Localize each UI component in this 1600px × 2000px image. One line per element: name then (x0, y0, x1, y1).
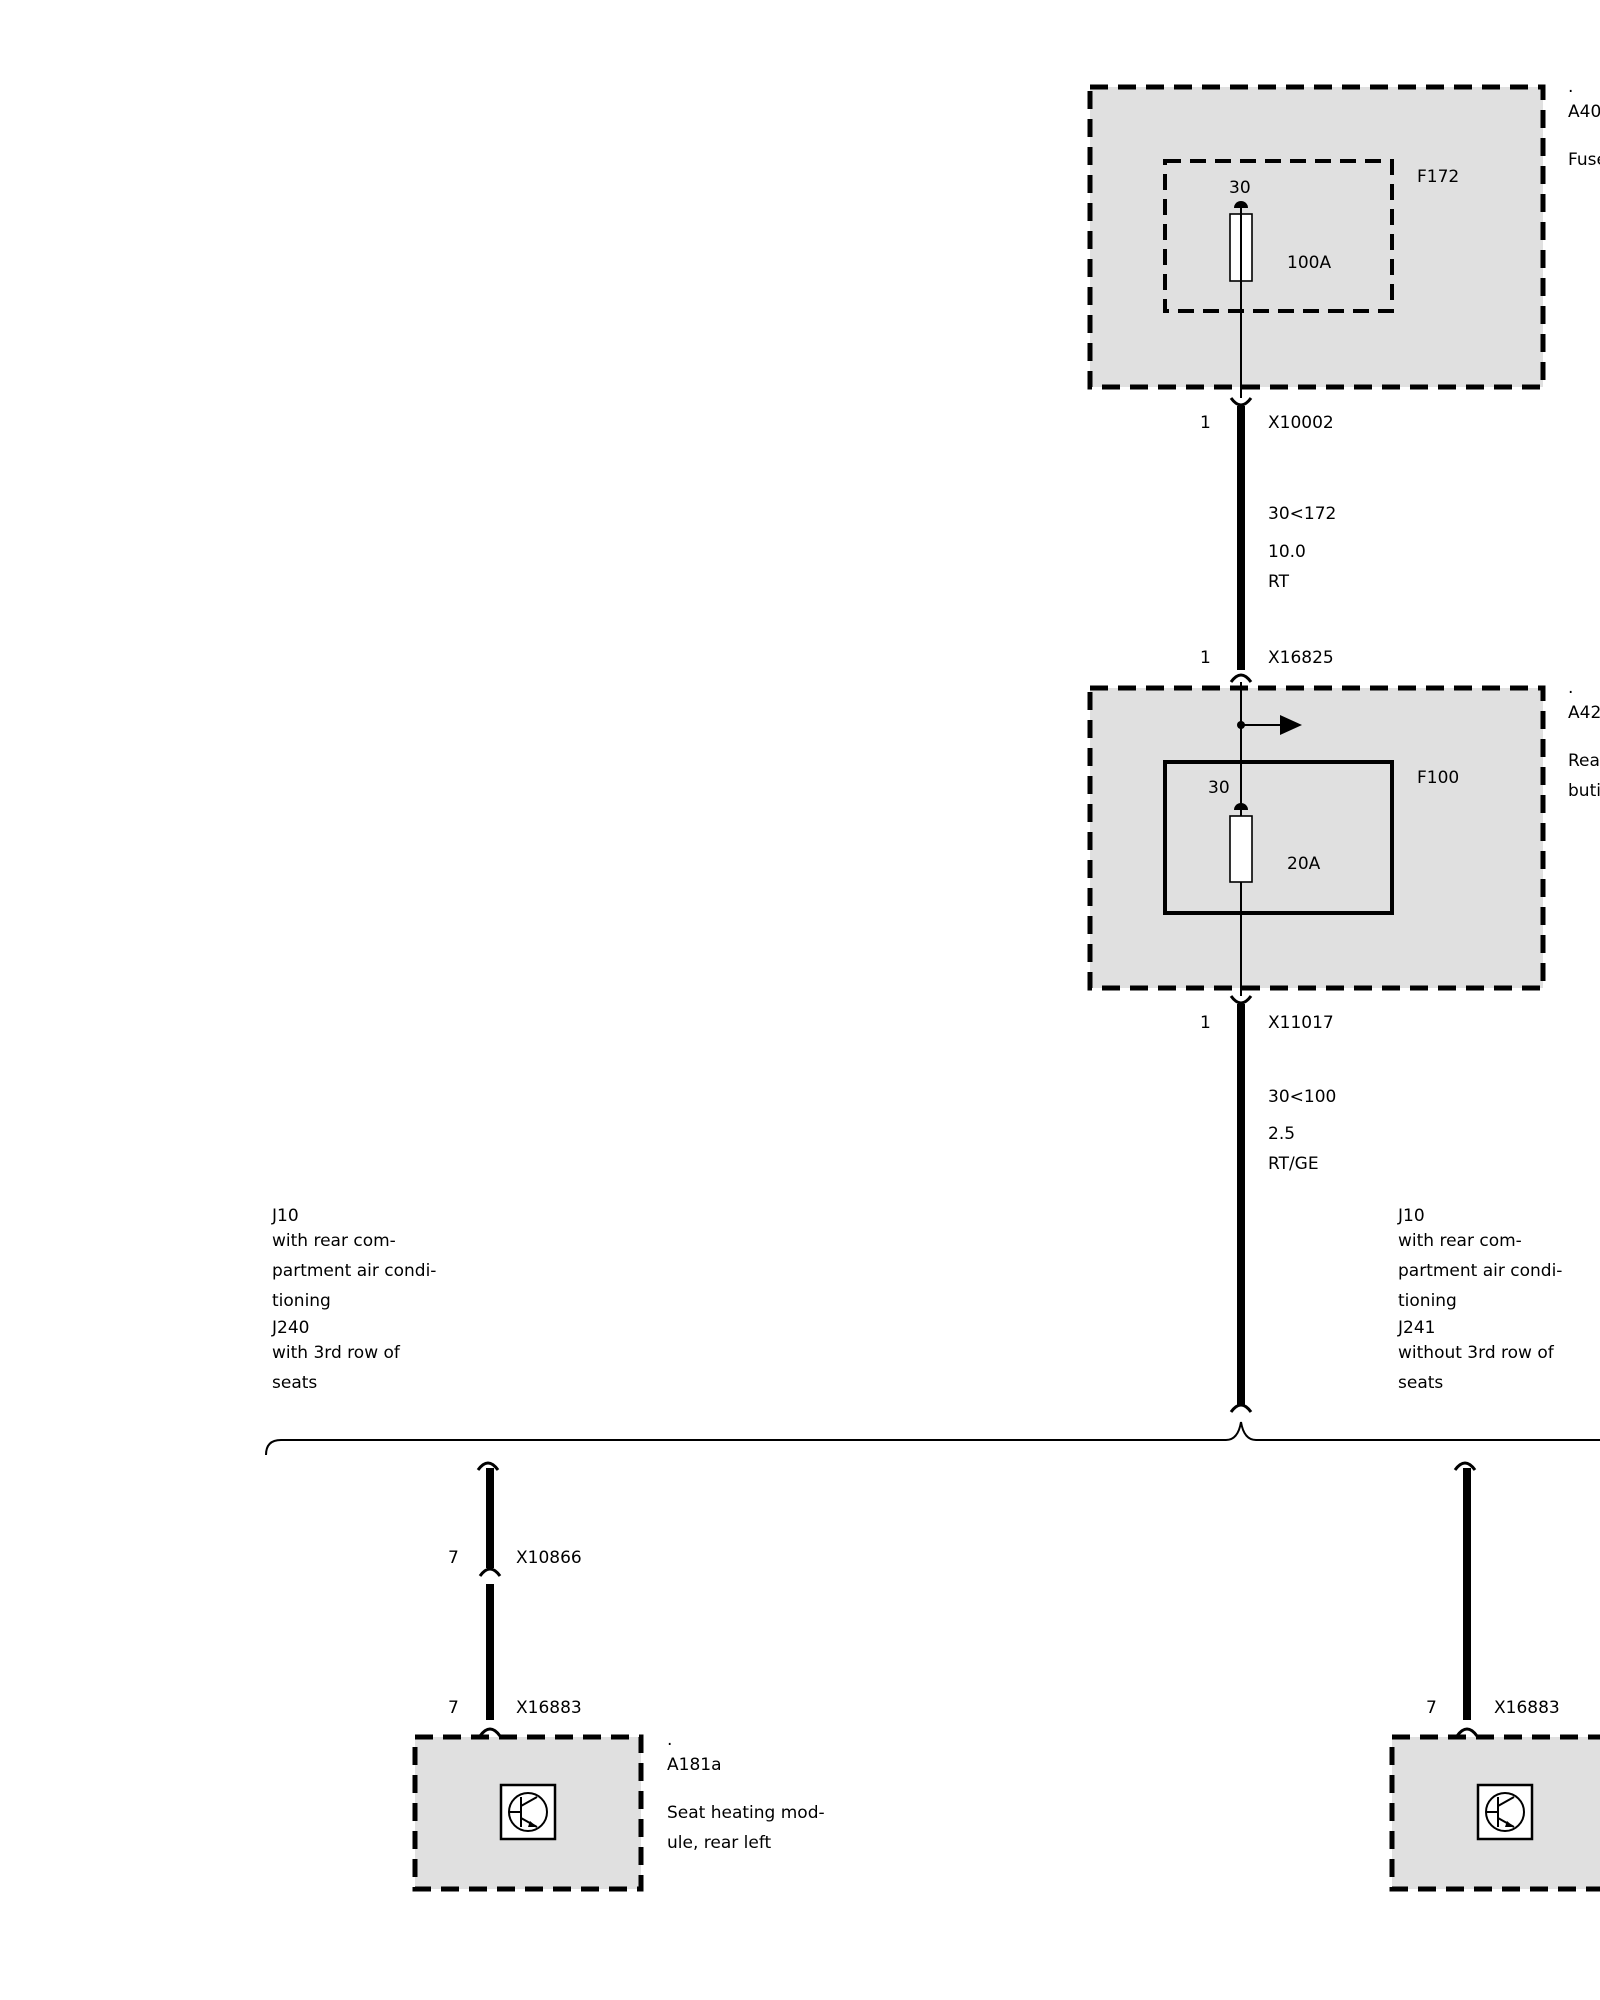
connector-x16883-right-id: X16883 (1494, 1698, 1560, 1718)
variant-left-line-7: seats (272, 1373, 317, 1393)
module-a181a: . A181a Seat heating mod- ule, rear left (412, 1730, 825, 1892)
variant-right-line-1: J10 (1397, 1206, 1425, 1226)
variant-right-line-4: tioning (1398, 1291, 1457, 1311)
connector-x11017-symbol (1229, 995, 1253, 1005)
fuse-box-a40-dot: . (1568, 77, 1573, 97)
fuse-box-a40-id: A40 (1568, 102, 1600, 122)
fuse-box-a40: . A40 Fuse F172 30 100A (1087, 77, 1600, 398)
fuse-f172-id: F172 (1417, 167, 1459, 187)
fuse-f100-terminal-dot (1234, 803, 1248, 810)
connector-x16883-left-id: X16883 (516, 1698, 582, 1718)
fuse-box-a42: . A42 Rea buti F100 30 20A (1087, 678, 1600, 996)
connector-x10002: 1 X10002 (1200, 397, 1334, 433)
fuse-box-a42-desc-2: buti (1568, 781, 1600, 801)
module-right-partial (1389, 1734, 1600, 1892)
connector-x16825-id: X16825 (1268, 648, 1334, 668)
connector-x10866-pin: 7 (448, 1548, 459, 1568)
wire-30-172: 30<172 10.0 RT (1237, 406, 1336, 670)
branch-left: 7 X10866 7 X16883 (448, 1461, 582, 1737)
wire-30-172-color: RT (1268, 572, 1290, 592)
variant-right-line-3: partment air condi- (1398, 1261, 1562, 1281)
variant-left-line-1: J10 (271, 1206, 299, 1226)
fuse-f100-symbol (1229, 815, 1253, 883)
connector-x10866-id: X10866 (516, 1548, 582, 1568)
variant-brace (265, 1421, 1600, 1456)
fuse-f100-id: F100 (1417, 768, 1459, 788)
connector-x16883-left-pin: 7 (448, 1698, 459, 1718)
module-a181a-outline (412, 1734, 644, 1892)
module-a181a-dot: . (667, 1730, 672, 1750)
variant-right-line-7: seats (1398, 1373, 1443, 1393)
wire-30-100: 30<100 2.5 RT/GE (1237, 1004, 1336, 1406)
continuation-arrow-icon (1280, 715, 1302, 735)
fuse-box-a42-dot: . (1568, 678, 1573, 698)
connector-x11017: 1 X11017 (1200, 995, 1334, 1033)
fuse-f172-terminal-dot (1234, 201, 1248, 208)
variant-left-line-3: partment air condi- (272, 1261, 436, 1281)
fuse-box-a42-desc-1: Rea (1568, 751, 1600, 771)
variant-right-line-2: with rear com- (1398, 1231, 1522, 1251)
fuse-box-a42-id: A42 (1568, 703, 1600, 723)
connector-x16883-right-pin: 7 (1426, 1698, 1437, 1718)
variant-left-line-5: J240 (271, 1318, 309, 1338)
module-a181a-desc-1: Seat heating mod- (667, 1803, 825, 1823)
branch-right-top-connector (1453, 1461, 1477, 1471)
connector-x16883-left-symbol (478, 1727, 502, 1737)
wire-30-100-signal: 30<100 (1268, 1087, 1336, 1107)
fuse-f172-outline (1163, 159, 1394, 313)
wire-30-172-signal: 30<172 (1268, 504, 1336, 524)
fuse-box-a40-desc: Fuse (1568, 150, 1600, 170)
branch-right: 7 X16883 (1426, 1461, 1560, 1737)
connector-x16883-right-symbol (1455, 1727, 1479, 1737)
module-a181a-desc-2: ule, rear left (667, 1833, 772, 1853)
wire-30-172-gauge: 10.0 (1268, 542, 1306, 562)
fuse-f100-terminal: 30 (1208, 778, 1230, 798)
variant-left-line-6: with 3rd row of (272, 1343, 401, 1363)
connector-x10002-pin: 1 (1200, 413, 1211, 433)
module-a181a-id: A181a (667, 1755, 722, 1775)
connector-x16825-symbol (1229, 673, 1253, 683)
connector-x16825: 1 X16825 (1200, 648, 1334, 683)
brace-connector-symbol (1229, 1403, 1253, 1413)
connector-x11017-pin: 1 (1200, 1013, 1211, 1033)
fuse-f172-rating: 100A (1287, 253, 1331, 273)
transistor-icon (499, 1783, 557, 1841)
variant-label-right: J10 with rear com- partment air condi- t… (1397, 1206, 1562, 1393)
fuse-box-a40-outline (1087, 84, 1546, 390)
variant-right-line-5: J241 (1397, 1318, 1435, 1338)
branch-left-top-connector (476, 1461, 500, 1471)
fuse-f100-outline (1163, 760, 1394, 915)
fuse-f100-rating: 20A (1287, 854, 1321, 874)
transistor-icon (1476, 1783, 1534, 1841)
connector-x11017-id: X11017 (1268, 1013, 1334, 1033)
fuse-f172-terminal: 30 (1229, 178, 1251, 198)
fuse-box-a42-outline (1087, 685, 1546, 991)
variant-label-left: J10 with rear com- partment air condi- t… (271, 1206, 436, 1393)
wire-30-100-gauge: 2.5 (1268, 1124, 1295, 1144)
wire-30-100-color: RT/GE (1268, 1154, 1319, 1174)
connector-x10002-id: X10002 (1268, 413, 1334, 433)
connector-x16825-pin: 1 (1200, 648, 1211, 668)
connector-x10866-symbol (478, 1567, 502, 1577)
variant-left-line-2: with rear com- (272, 1231, 396, 1251)
variant-right-line-6: without 3rd row of (1398, 1343, 1555, 1363)
variant-left-line-4: tioning (272, 1291, 331, 1311)
connector-x10002-symbol (1229, 397, 1253, 407)
